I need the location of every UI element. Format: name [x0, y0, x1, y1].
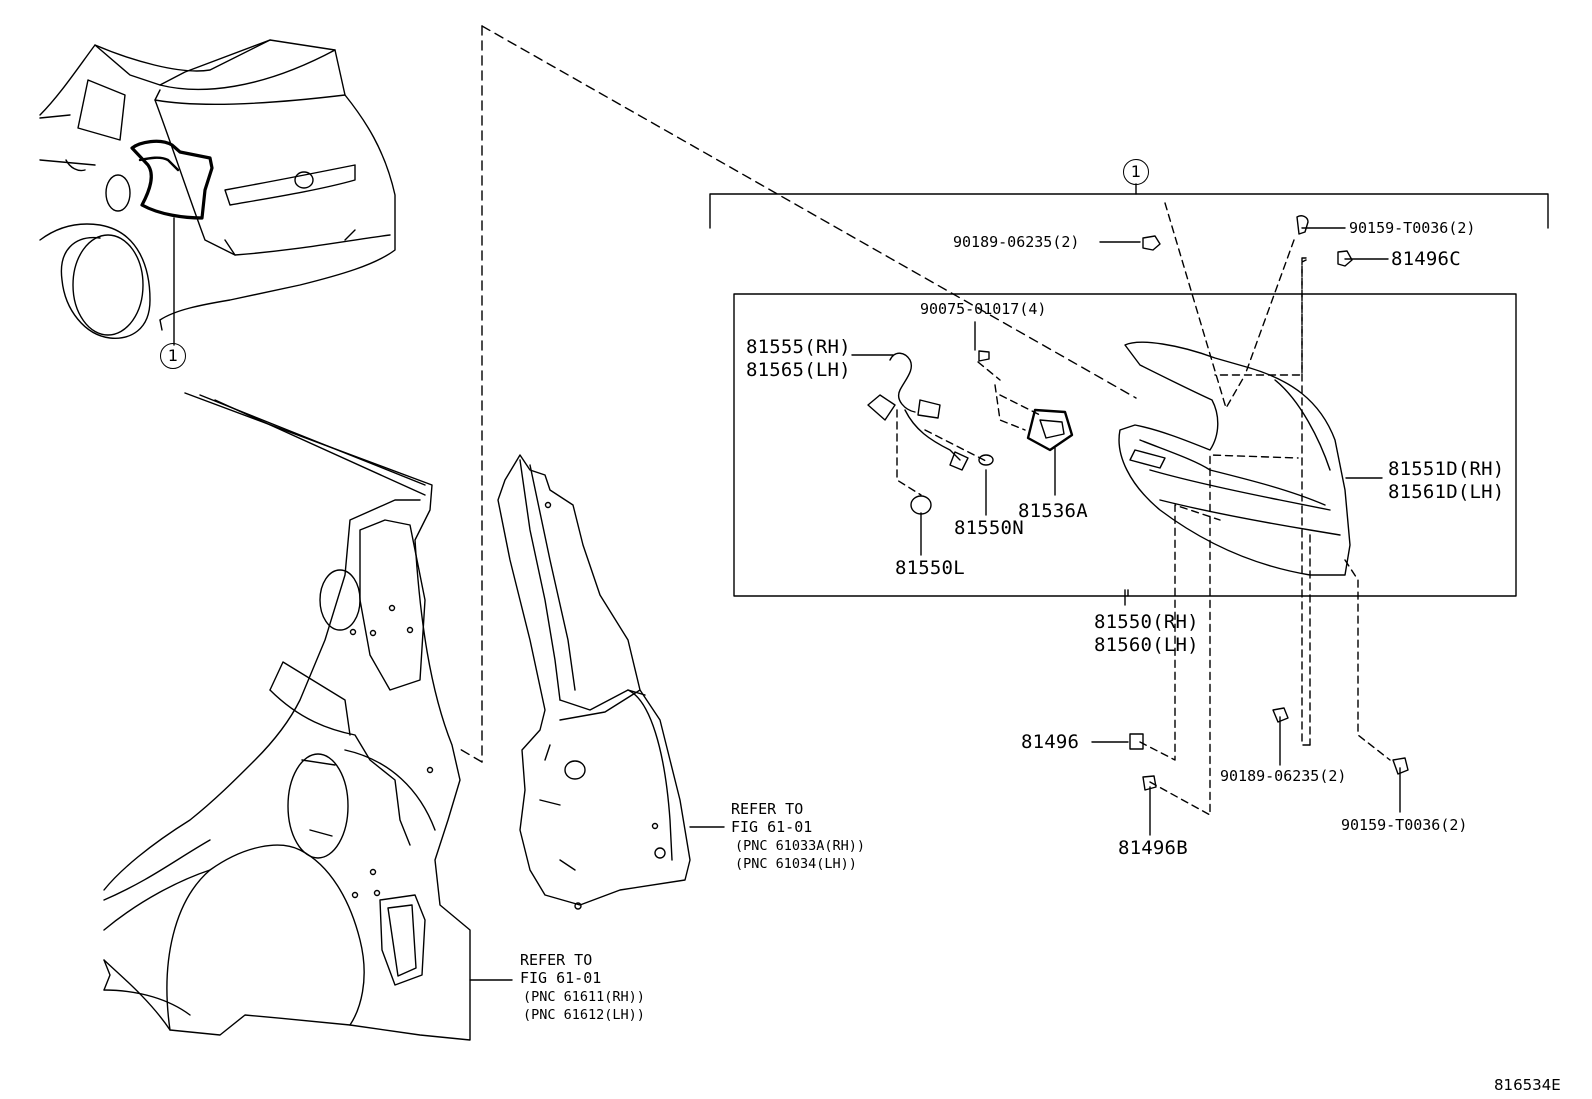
- callout-1-assembly: 1: [1123, 159, 1149, 185]
- refer-lower-pnc-lh: (PNC 61612(LH)): [523, 1007, 645, 1023]
- leader-dashed-lines: [458, 26, 1136, 762]
- tail-lamp-illustration: [1119, 342, 1350, 575]
- part-label-90159-top[interactable]: 90159-T0036(2): [1349, 219, 1476, 237]
- refer-lower-pnc-rh: (PNC 61611(RH)): [523, 989, 645, 1005]
- part-label-81496[interactable]: 81496: [1021, 731, 1080, 753]
- part-label-81555[interactable]: 81555(RH): [746, 336, 851, 358]
- refer-upper-pnc-rh: (PNC 61033A(RH)): [735, 838, 866, 854]
- part-label-81550[interactable]: 81550(RH): [1094, 611, 1199, 633]
- part-label-81560[interactable]: 81560(LH): [1094, 634, 1199, 656]
- part-label-90159-bottom[interactable]: 90159-T0036(2): [1341, 816, 1468, 834]
- part-label-81550L[interactable]: 81550L: [895, 557, 965, 579]
- lamp-assembly-frame: [734, 294, 1516, 596]
- part-label-90189-bottom[interactable]: 90189-06235(2): [1220, 767, 1347, 785]
- car-rear-illustration: [40, 40, 395, 345]
- part-label-90189-top[interactable]: 90189-06235(2): [953, 233, 1080, 251]
- dashed-assembly-lines: [897, 203, 1390, 815]
- part-label-81565[interactable]: 81565(LH): [746, 359, 851, 381]
- part-label-81536A[interactable]: 81536A: [1018, 500, 1088, 522]
- part-label-81551D[interactable]: 81551D(RH): [1388, 458, 1505, 480]
- refer-upper-fig-link[interactable]: FIG 61-01: [731, 818, 813, 836]
- refer-lower-line1: REFER TO: [520, 951, 593, 969]
- fastener-glyphs: [979, 216, 1408, 790]
- refer-upper-pnc-lh: (PNC 61034(LH)): [735, 856, 857, 872]
- quarter-panel-illustration: [104, 393, 512, 1040]
- figure-id: 816534E: [1494, 1076, 1561, 1094]
- assembly-bracket: [710, 184, 1548, 228]
- part-label-81550N[interactable]: 81550N: [954, 517, 1024, 539]
- wheelhouse-illustration: [498, 455, 724, 909]
- part-label-81561D[interactable]: 81561D(LH): [1388, 481, 1505, 503]
- part-label-81496C[interactable]: 81496C: [1391, 248, 1461, 270]
- refer-upper-line1: REFER TO: [731, 800, 804, 818]
- callout-1-car: 1: [160, 343, 186, 369]
- socket-wire-illustration: [868, 353, 1072, 514]
- part-label-81496B[interactable]: 81496B: [1118, 837, 1188, 859]
- refer-lower-fig-link[interactable]: FIG 61-01: [520, 969, 602, 987]
- part-label-90075[interactable]: 90075-01017(4): [920, 300, 1047, 318]
